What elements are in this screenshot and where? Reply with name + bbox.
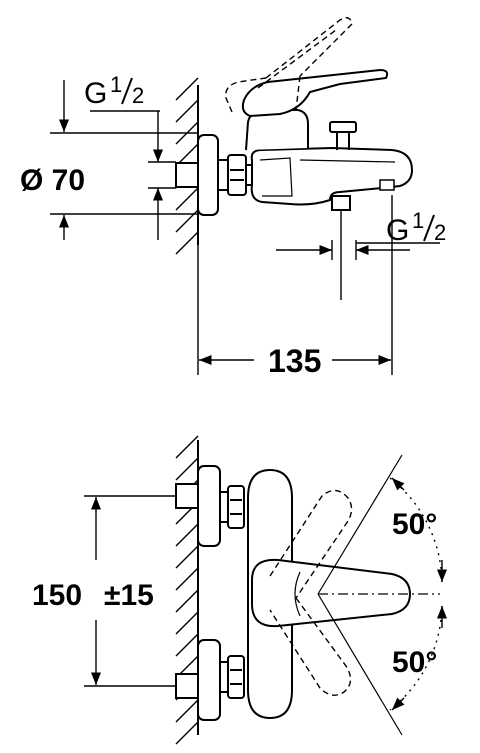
- hex-nut: [227, 154, 247, 196]
- center-distance-label: 150: [32, 579, 82, 612]
- rosette: [197, 134, 219, 216]
- upper-pipe-stub: [175, 483, 199, 509]
- inlet-thread-numerator: 1: [110, 72, 122, 97]
- front-view: [175, 435, 440, 745]
- inlet-thread-prefix: G: [84, 77, 107, 110]
- outlet-thread-numerator: 1: [412, 208, 424, 233]
- angle-up-label: 50°: [392, 508, 437, 541]
- projection-label: 135: [268, 343, 321, 379]
- inlet-thread-label: G 1 2: [84, 72, 144, 110]
- center-distance-tolerance: ±15: [104, 579, 154, 612]
- top-view: [175, 17, 414, 300]
- angle-down-label: 50°: [392, 646, 437, 679]
- lever-handle: [241, 68, 389, 118]
- lever-front: [251, 558, 412, 628]
- spout-nozzle: [379, 179, 395, 191]
- lower-rosette: [197, 639, 221, 721]
- wall-pipe-stub: [175, 162, 199, 188]
- upper-nut: [227, 485, 245, 529]
- lower-pipe-stub: [175, 673, 199, 699]
- outlet-thread-prefix: G: [386, 214, 409, 247]
- inlet-thread-denominator: 2: [132, 83, 144, 108]
- lever-down-position: [269, 597, 352, 696]
- diverter-stem: [331, 195, 351, 211]
- center-distance-dimension: [84, 495, 176, 687]
- lever-alt-position: [225, 17, 353, 113]
- diameter-label: Ø 70: [20, 164, 85, 197]
- lower-nut: [227, 655, 245, 699]
- diverter-knob: [329, 121, 357, 133]
- upper-rosette: [197, 465, 221, 547]
- lever-up-position: [269, 489, 353, 599]
- top-dimensions: [50, 80, 440, 375]
- outlet-thread-label: G 1 2: [386, 208, 446, 247]
- outlet-thread-denominator: 2: [434, 220, 446, 245]
